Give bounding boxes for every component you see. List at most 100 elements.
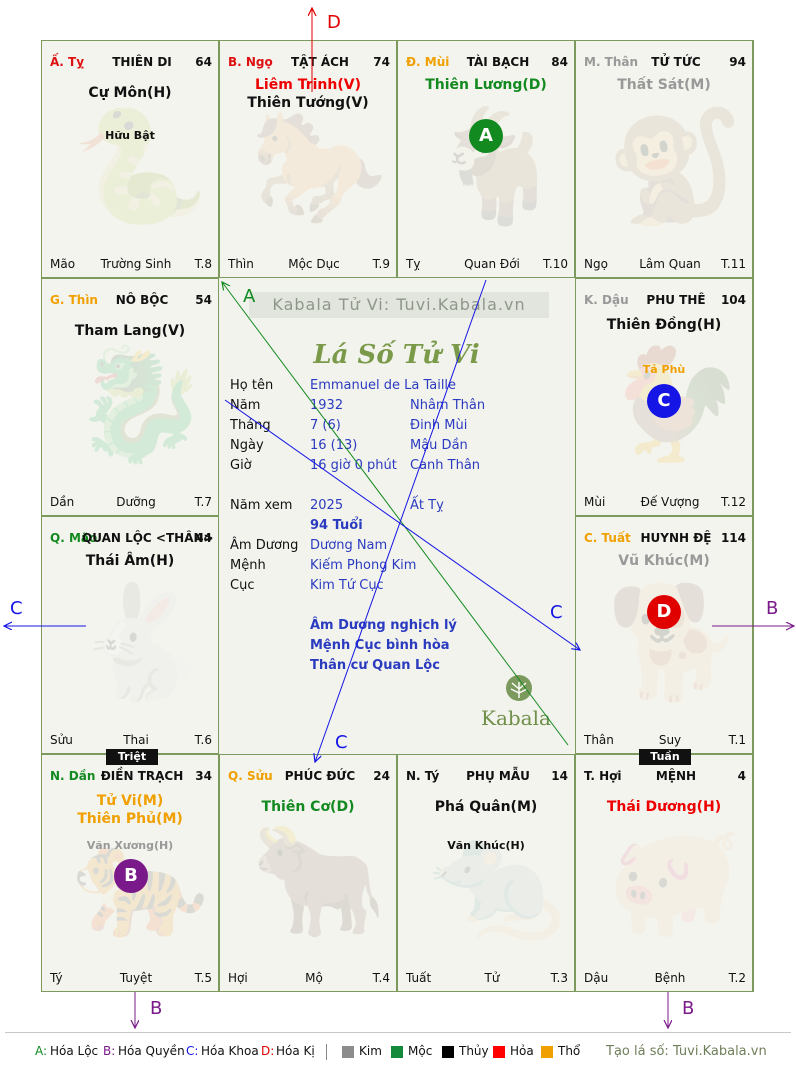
info-canchi: Canh Thân: [410, 458, 481, 473]
info-value: Kiếm Phong Kim: [310, 558, 417, 573]
info-canchi: Ất Tỵ: [410, 498, 444, 513]
info-value: 16 (13): [310, 438, 358, 453]
palace-age: 24: [373, 769, 390, 783]
main-star: Thất Sát(M): [617, 77, 711, 93]
info-label: Tháng: [230, 418, 271, 433]
age-period: T.1: [728, 733, 746, 747]
info-value: Kim Tứ Cục: [310, 578, 384, 593]
info-label: Ngày: [230, 438, 264, 453]
arrow-label-bottom-left: B: [150, 998, 163, 1019]
heavenly-stem: Q. Sửu: [228, 769, 273, 783]
palace-name: MỆNH: [655, 769, 697, 783]
earthly-branch: Tý: [50, 971, 63, 985]
palace-name: ĐIỀN TRẠCH: [100, 769, 184, 783]
info-value: 1932: [310, 398, 344, 413]
arrow-label-right: B: [766, 598, 779, 619]
info-value: 94 Tuổi: [310, 518, 363, 533]
life-stage: Mộc Dục: [288, 257, 340, 271]
heavenly-stem: N. Dần: [50, 769, 96, 783]
age-period: T.10: [543, 257, 568, 271]
element-label: Thổ: [558, 1044, 581, 1058]
main-star: Thiên Cơ(D): [261, 799, 355, 815]
earthly-branch: Ngọ: [584, 257, 608, 271]
palace-name: PHỤ MẪU: [466, 769, 530, 783]
legend-hoa-code: D:: [261, 1044, 275, 1058]
palace-age: 94: [729, 55, 746, 69]
age-period: T.3: [550, 971, 568, 985]
palace-name: PHU THÊ: [646, 293, 706, 307]
element-swatch: [391, 1046, 403, 1058]
age-period: T.4: [372, 971, 390, 985]
info-label: Âm Dương: [230, 538, 299, 553]
line-hoa-khoa-2: [315, 279, 487, 762]
info-value: 16 giờ 0 phút: [310, 458, 397, 473]
palace-name: PHÚC ĐỨC: [284, 769, 356, 783]
palace-age: 34: [195, 769, 212, 783]
line-hoa-khoa-1: [224, 399, 580, 650]
arrow-label-a: A: [243, 286, 256, 307]
palace-age: 54: [195, 293, 212, 307]
arrow-label-left: C: [10, 598, 23, 619]
element-swatch: [493, 1046, 505, 1058]
earthly-branch: Thân: [584, 733, 614, 747]
minor-star: Tả Phù: [642, 363, 686, 376]
legend-credit[interactable]: Tạo lá số: Tuvi.Kabala.vn: [606, 1044, 767, 1059]
palace-age: 4: [737, 769, 746, 783]
palace-name: QUAN LỘC <THÂN>: [82, 531, 214, 545]
palace-name: THIÊN DI: [112, 55, 172, 69]
palace-age: 114: [720, 531, 746, 545]
legend-divider: [5, 1032, 791, 1033]
marker-c: C: [647, 384, 681, 418]
info-canchi: Nhâm Thân: [410, 398, 486, 413]
age-period: T.11: [721, 257, 746, 271]
life-stage: Tử: [484, 971, 500, 985]
element-swatch: [541, 1046, 553, 1058]
earthly-branch: Hợi: [228, 971, 248, 985]
life-stage: Thai: [123, 733, 149, 747]
arrow-label-c1: C: [550, 602, 563, 623]
info-label: Năm xem: [230, 498, 293, 513]
heavenly-stem: M. Thân: [584, 55, 639, 69]
info-value: Dương Nam: [310, 538, 388, 553]
chart-title: Lá Số Tử Vi: [313, 340, 480, 370]
minor-star: Hữu Bật: [105, 129, 155, 142]
main-star: Tham Lang(V): [74, 323, 186, 339]
life-stage: Lâm Quan: [639, 257, 701, 271]
age-period: T.9: [372, 257, 390, 271]
marker-d: D: [647, 595, 681, 629]
chart-note: Âm Dương nghịch lý: [310, 618, 457, 633]
main-star: Thiên Lương(D): [425, 77, 547, 93]
earthly-branch: Tuất: [406, 971, 432, 985]
life-stage: Đế Vượng: [640, 495, 700, 509]
palace-name: TỬ TỨC: [651, 55, 701, 69]
palace-age: 74: [373, 55, 390, 69]
info-label: Giờ: [230, 458, 252, 473]
main-star: Thiên Đồng(H): [606, 317, 722, 333]
palace-name: TẬT ÁCH: [291, 55, 349, 69]
marker-b: B: [114, 859, 148, 893]
main-star: Liêm Trinh(V): [255, 77, 361, 93]
info-label: Họ tên: [230, 378, 274, 393]
heavenly-stem: G. Thìn: [50, 293, 98, 307]
info-label: Cục: [230, 578, 255, 593]
center-panel: Kabala Tử Vi: Tuvi.Kabala.vn Lá Số Tử Vi…: [219, 278, 574, 754]
info-value: 7 (6): [310, 418, 341, 433]
earthly-branch: Mùi: [584, 495, 606, 509]
main-star: Phá Quân(M): [434, 799, 538, 815]
legend-hoa-code: A:: [35, 1044, 48, 1058]
palace-name: TÀI BẠCH: [466, 55, 530, 69]
main-star: Thiên Phủ(M): [77, 811, 183, 827]
earthly-branch: Thìn: [228, 257, 254, 271]
minor-star: Văn Xương(H): [86, 839, 174, 852]
element-label: Mộc: [408, 1044, 433, 1058]
legend-hoa-label: Hóa Khoa: [201, 1044, 259, 1058]
center-watermark: Kabala Tử Vi: Tuvi.Kabala.vn: [249, 292, 549, 318]
info-label: Mệnh: [230, 558, 266, 573]
main-star: Tử Vi(M): [96, 793, 164, 809]
palace-age: 84: [551, 55, 568, 69]
age-period: T.12: [721, 495, 746, 509]
age-period: T.2: [728, 971, 746, 985]
